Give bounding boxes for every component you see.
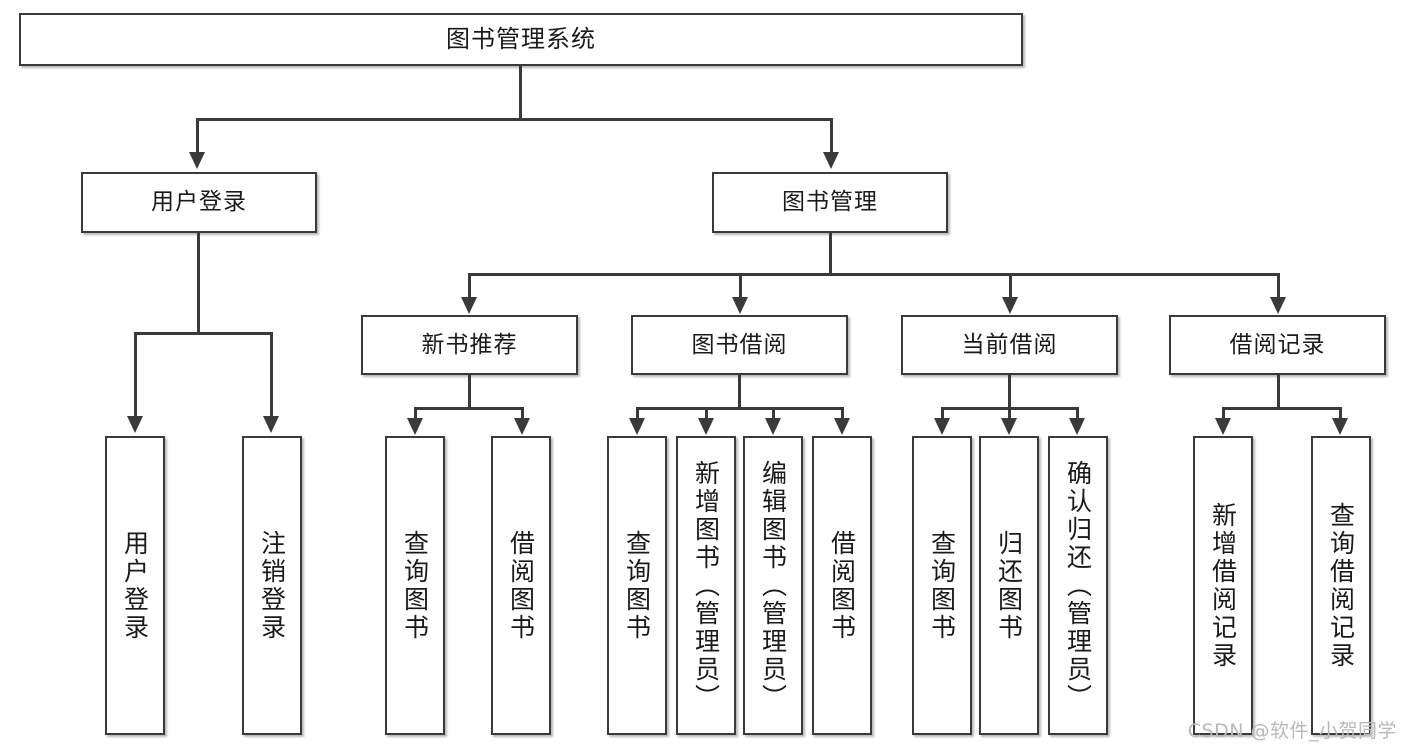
- connector-borrow-record-leaf-2: [1339, 407, 1342, 420]
- node-user-login[interactable]: 用户登录: [81, 172, 317, 233]
- node-label: 用户登录: [120, 529, 150, 642]
- connector-to-book-borrow: [739, 273, 742, 299]
- node-label: 注销登录: [257, 529, 287, 642]
- leaf-edit-book[interactable]: 编辑图书（管理员）: [743, 436, 803, 735]
- leaf-query-book-2[interactable]: 查询图书: [607, 436, 667, 735]
- connector-to-current-borrow: [1009, 273, 1012, 299]
- connector-book-borrow-leaf-3: [772, 407, 775, 420]
- node-current-borrow[interactable]: 当前借阅: [901, 315, 1118, 375]
- connector-to-new-book: [468, 273, 471, 299]
- leaf-return-book[interactable]: 归还图书: [979, 436, 1039, 735]
- connector-user-login-bus: [134, 332, 272, 335]
- arrowhead-user-login: [189, 152, 205, 169]
- node-label: 新增图书（管理员）: [691, 459, 721, 712]
- arrowhead-leaf-confirm-return: [1069, 418, 1085, 435]
- arrowhead-leaf-query-book-1: [407, 418, 423, 435]
- node-label: 图书管理系统: [446, 24, 596, 53]
- arrowhead-leaf-borrow-book-2: [834, 418, 850, 435]
- arrowhead-current-borrow: [1002, 297, 1018, 314]
- arrowhead-book-borrow: [732, 297, 748, 314]
- connector-root-stem: [519, 66, 522, 120]
- arrowhead-leaf-query-record: [1332, 418, 1348, 435]
- node-label: 新增借阅记录: [1208, 501, 1238, 670]
- connector-current-borrow-leaf-1: [941, 407, 944, 420]
- node-label: 借阅图书: [506, 529, 536, 642]
- connector-book-manage-stem: [829, 233, 832, 275]
- connector-new-book-leaf-2: [521, 407, 524, 420]
- connector-book-borrow-leaf-4: [841, 407, 844, 420]
- node-label: 查询借阅记录: [1326, 501, 1356, 670]
- node-borrow-record[interactable]: 借阅记录: [1169, 315, 1386, 375]
- node-label: 图书管理: [782, 189, 878, 216]
- connector-new-book-bus: [414, 407, 524, 410]
- watermark-text: CSDN @软件_小贺同学: [1187, 720, 1397, 742]
- connector-user-login-leaf-1: [134, 332, 137, 418]
- leaf-user-login[interactable]: 用户登录: [105, 436, 165, 735]
- node-book-manage[interactable]: 图书管理: [712, 172, 948, 233]
- arrowhead-leaf-edit-book: [765, 418, 781, 435]
- arrowhead-borrow-record: [1270, 297, 1286, 314]
- node-label: 用户登录: [151, 189, 247, 216]
- arrowhead-leaf-return-book: [1001, 418, 1017, 435]
- leaf-borrow-book-2[interactable]: 借阅图书: [812, 436, 872, 735]
- node-label: 当前借阅: [961, 331, 1058, 358]
- connector-borrow-record-stem: [1277, 375, 1280, 409]
- leaf-user-logout[interactable]: 注销登录: [242, 436, 302, 735]
- node-label: 确认归还（管理员）: [1063, 459, 1093, 712]
- arrowhead-leaf-borrow-book-1: [514, 418, 530, 435]
- connector-user-login-leaf-2: [270, 332, 273, 418]
- connector-root-bus: [196, 118, 833, 121]
- connector-book-manage-bus: [468, 273, 1280, 276]
- connector-current-borrow-leaf-2: [1008, 407, 1011, 420]
- arrowhead-leaf-add-book: [698, 418, 714, 435]
- connector-book-borrow-bus: [636, 407, 844, 410]
- connector-book-borrow-stem: [738, 375, 741, 409]
- connector-new-book-leaf-1: [414, 407, 417, 420]
- connector-current-borrow-leaf-3: [1076, 407, 1079, 420]
- node-root-system[interactable]: 图书管理系统: [19, 13, 1023, 66]
- arrowhead-leaf-user-logout: [263, 416, 279, 433]
- node-label: 查询图书: [622, 529, 652, 642]
- connector-to-user-login: [196, 118, 199, 154]
- connector-borrow-record-bus: [1222, 407, 1342, 410]
- leaf-query-record[interactable]: 查询借阅记录: [1311, 436, 1371, 735]
- connector-borrow-record-leaf-1: [1222, 407, 1225, 420]
- node-new-book-recommend[interactable]: 新书推荐: [361, 315, 578, 375]
- leaf-add-book[interactable]: 新增图书（管理员）: [676, 436, 736, 735]
- connector-to-book-manage: [830, 118, 833, 154]
- node-label: 借阅图书: [827, 529, 857, 642]
- arrowhead-book-manage: [823, 152, 839, 169]
- connector-new-book-stem: [468, 375, 471, 409]
- arrowhead-leaf-query-book-3: [934, 418, 950, 435]
- node-label: 归还图书: [994, 529, 1024, 642]
- arrowhead-leaf-user-login: [127, 416, 143, 433]
- connector-user-login-stem: [197, 233, 200, 334]
- connector-current-borrow-stem: [1008, 375, 1011, 409]
- connector-to-borrow-record: [1277, 273, 1280, 299]
- leaf-confirm-return[interactable]: 确认归还（管理员）: [1048, 436, 1108, 735]
- leaf-add-record[interactable]: 新增借阅记录: [1193, 436, 1253, 735]
- node-label: 借阅记录: [1229, 331, 1326, 358]
- arrowhead-leaf-add-record: [1215, 418, 1231, 435]
- node-label: 编辑图书（管理员）: [758, 459, 788, 712]
- leaf-query-book-3[interactable]: 查询图书: [912, 436, 972, 735]
- leaf-borrow-book-1[interactable]: 借阅图书: [491, 436, 551, 735]
- node-label: 图书借阅: [691, 331, 788, 358]
- arrowhead-leaf-query-book-2: [629, 418, 645, 435]
- connector-book-borrow-leaf-2: [705, 407, 708, 420]
- node-book-borrow[interactable]: 图书借阅: [631, 315, 848, 375]
- connector-book-borrow-leaf-1: [636, 407, 639, 420]
- arrowhead-new-book-recommend: [461, 297, 477, 314]
- node-label: 查询图书: [400, 529, 430, 642]
- node-label: 查询图书: [927, 529, 957, 642]
- leaf-query-book-1[interactable]: 查询图书: [385, 436, 445, 735]
- node-label: 新书推荐: [421, 331, 518, 358]
